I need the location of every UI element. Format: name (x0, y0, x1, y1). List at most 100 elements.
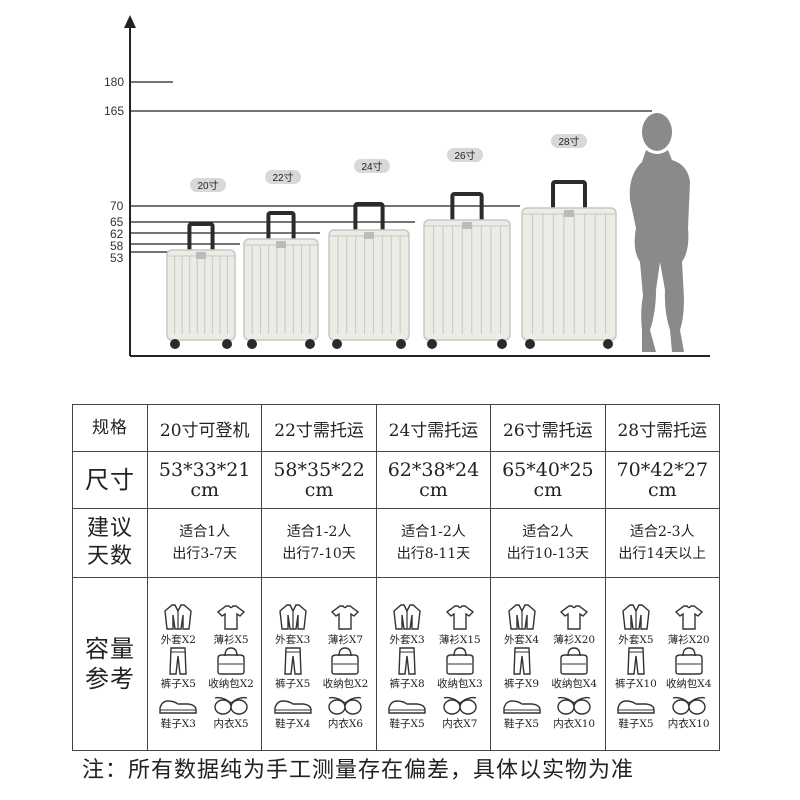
capacity-label-pants: 裤子X8 (389, 678, 425, 690)
capacity-label-pants: 裤子X10 (615, 678, 657, 690)
capacity-label-bag: 收纳包X4 (551, 678, 598, 690)
underwear-icon (205, 690, 258, 720)
y-tick-65: 65 (110, 215, 124, 229)
suitcase-28寸: 28寸 (521, 134, 617, 349)
shoes-icon (610, 690, 663, 720)
size-label-pill (447, 148, 483, 162)
table-row-days: 建议天数 适合1人出行3-7天 适合1-2人出行7-10天 适合1-2人出行8-… (72, 508, 721, 578)
storage-bag-icon (548, 646, 601, 676)
shirt-icon (319, 602, 372, 632)
shirt-icon (205, 602, 258, 632)
days-cell-26: 适合2人出行10-13天 (490, 508, 606, 578)
capacity-label-coat: 外套X4 (503, 634, 540, 646)
size-label-pill (265, 170, 301, 184)
pants-icon (610, 646, 663, 676)
size-label-pill (354, 159, 390, 173)
y-tick-165: 165 (104, 104, 124, 118)
underwear-icon (319, 690, 372, 720)
size-comparison-chart: 180 165 70 65 62 58 53 20寸 22寸 24寸 26寸 28寸 (104, 15, 710, 357)
row-header-spec: 规格 (72, 404, 148, 452)
days-cell-20: 适合1人出行3-7天 (146, 508, 263, 578)
coat-icon (152, 602, 205, 632)
size-label: 28寸 (558, 135, 579, 148)
suitcase-26寸: 26寸 (423, 148, 511, 349)
capacity-label-shoes: 鞋子X5 (503, 718, 540, 730)
days-cell-28: 适合2-3人出行14天以上 (604, 508, 721, 578)
capacity-label-pants: 裤子X5 (160, 678, 196, 690)
pants-icon (266, 646, 319, 676)
size-label: 20寸 (197, 179, 218, 192)
underwear-icon (433, 690, 486, 720)
capacity-label-underwear: 内衣X7 (442, 718, 478, 730)
underwear-icon (548, 690, 601, 720)
days-cell-22: 适合1-2人出行7-10天 (261, 508, 377, 578)
size-label: 22寸 (272, 171, 293, 184)
storage-bag-icon (205, 646, 258, 676)
col-name-24: 24寸需托运 (375, 404, 492, 452)
col-name-22: 22寸需托运 (261, 404, 377, 452)
underwear-icon (662, 690, 715, 720)
y-tick-53: 53 (110, 251, 124, 265)
capacity-label-shoes: 鞋子X3 (160, 718, 196, 730)
capacity-label-shoes: 鞋子X4 (275, 718, 311, 730)
y-tick-62: 62 (110, 227, 124, 241)
capacity-label-underwear: 内衣X10 (667, 718, 710, 730)
pants-icon (152, 646, 205, 676)
capacity-label-coat: 外套X2 (160, 634, 196, 646)
pants-icon (495, 646, 548, 676)
col-name-28: 28寸需托运 (604, 404, 721, 452)
capacity-label-coat: 外套X5 (618, 634, 654, 646)
capacity-cell-28: 外套X5 薄衫X20 裤子X10 收纳包X4 鞋子X5 内衣X10 (604, 577, 721, 751)
shirt-icon (548, 602, 601, 632)
spec-table: 规格 20寸可登机 22寸需托运 24寸需托运 26寸需托运 28寸需托运 尺寸… (72, 404, 721, 751)
capacity-label-bag: 收纳包X3 (436, 678, 483, 690)
y-tick-58: 58 (110, 239, 124, 253)
capacity-label-underwear: 内衣X10 (553, 718, 596, 730)
size-label-pill (190, 178, 226, 192)
row-header-capacity: 容量参考 (72, 577, 148, 751)
row-header-days: 建议天数 (72, 508, 148, 578)
capacity-label-underwear: 内衣X6 (327, 718, 363, 730)
capacity-label-bag: 收纳包X2 (322, 678, 369, 690)
capacity-label-shirt: 薄衫X5 (213, 634, 249, 646)
y-tick-70: 70 (110, 199, 124, 213)
capacity-label-shirt: 薄衫X7 (327, 634, 363, 646)
table-row-spec: 规格 20寸可登机 22寸需托运 24寸需托运 26寸需托运 28寸需托运 (72, 404, 721, 452)
suitcase-24寸: 24寸 (328, 159, 410, 349)
size-label: 26寸 (454, 149, 475, 162)
capacity-label-pants: 裤子X9 (503, 678, 540, 690)
suitcase-20寸: 20寸 (166, 178, 236, 349)
shirt-icon (433, 602, 486, 632)
shoes-icon (495, 690, 548, 720)
storage-bag-icon (319, 646, 372, 676)
row-header-size: 尺寸 (72, 451, 148, 509)
days-cell-24: 适合1-2人出行8-11天 (375, 508, 492, 578)
shoes-icon (152, 690, 205, 720)
capacity-label-coat: 外套X3 (275, 634, 311, 646)
shoes-icon (381, 690, 434, 720)
shirt-icon (662, 602, 715, 632)
coat-icon (381, 602, 434, 632)
capacity-label-coat: 外套X3 (389, 634, 425, 646)
storage-bag-icon (433, 646, 486, 676)
size-label: 24寸 (361, 160, 382, 173)
coat-icon (610, 602, 663, 632)
capacity-label-shirt: 薄衫X20 (667, 634, 710, 646)
storage-bag-icon (662, 646, 715, 676)
capacity-label-shirt: 薄衫X20 (553, 634, 596, 646)
capacity-label-bag: 收纳包X4 (665, 678, 712, 690)
capacity-label-shoes: 鞋子X5 (618, 718, 654, 730)
capacity-label-shoes: 鞋子X5 (389, 718, 425, 730)
y-axis-arrow-icon (124, 15, 136, 28)
col-name-26: 26寸需托运 (490, 404, 606, 452)
capacity-label-bag: 收纳包X2 (208, 678, 254, 690)
y-tick-180: 180 (104, 75, 124, 89)
